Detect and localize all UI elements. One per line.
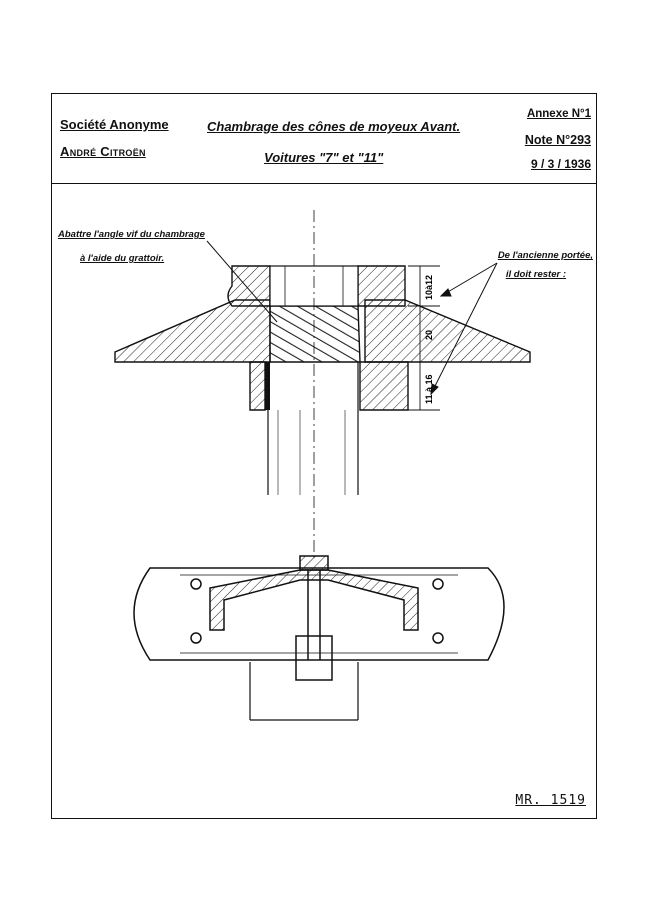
drawing-reference: MR. 1519 bbox=[515, 793, 586, 808]
hub-section-upper bbox=[114, 210, 531, 560]
document-date: 9 / 3 / 1936 bbox=[530, 157, 591, 171]
dimension-middle: 20 bbox=[424, 330, 434, 340]
annexe-number: Annexe N°1 bbox=[526, 108, 591, 120]
document-subtitle: Voitures "7" et "11" bbox=[264, 150, 384, 165]
dimension-top: 10à12 bbox=[424, 275, 434, 300]
company-brand: André Citroën bbox=[60, 144, 146, 159]
left-annotation-line2: à l'aide du grattoir. bbox=[80, 253, 165, 264]
left-annotation-line1: Abattre l'angle vif du chambrage bbox=[58, 229, 205, 240]
drawing-sheet: Société Anonyme André Citroën Chambrage … bbox=[51, 93, 597, 819]
header-divider bbox=[52, 183, 596, 184]
right-annotation-line2: il doit rester : bbox=[505, 269, 566, 280]
document-title: Chambrage des cônes de moyeux Avant. bbox=[207, 119, 461, 134]
wheel-assembly-view bbox=[133, 555, 505, 721]
dimension-bottom: 11 à 16 bbox=[424, 374, 434, 404]
dimension-lines: 10à12 20 11 à 16 bbox=[408, 265, 440, 411]
note-number: Note N°293 bbox=[524, 133, 591, 147]
right-annotation-line1: De l'ancienne portée, bbox=[497, 250, 593, 261]
company-name: Société Anonyme bbox=[60, 117, 169, 132]
